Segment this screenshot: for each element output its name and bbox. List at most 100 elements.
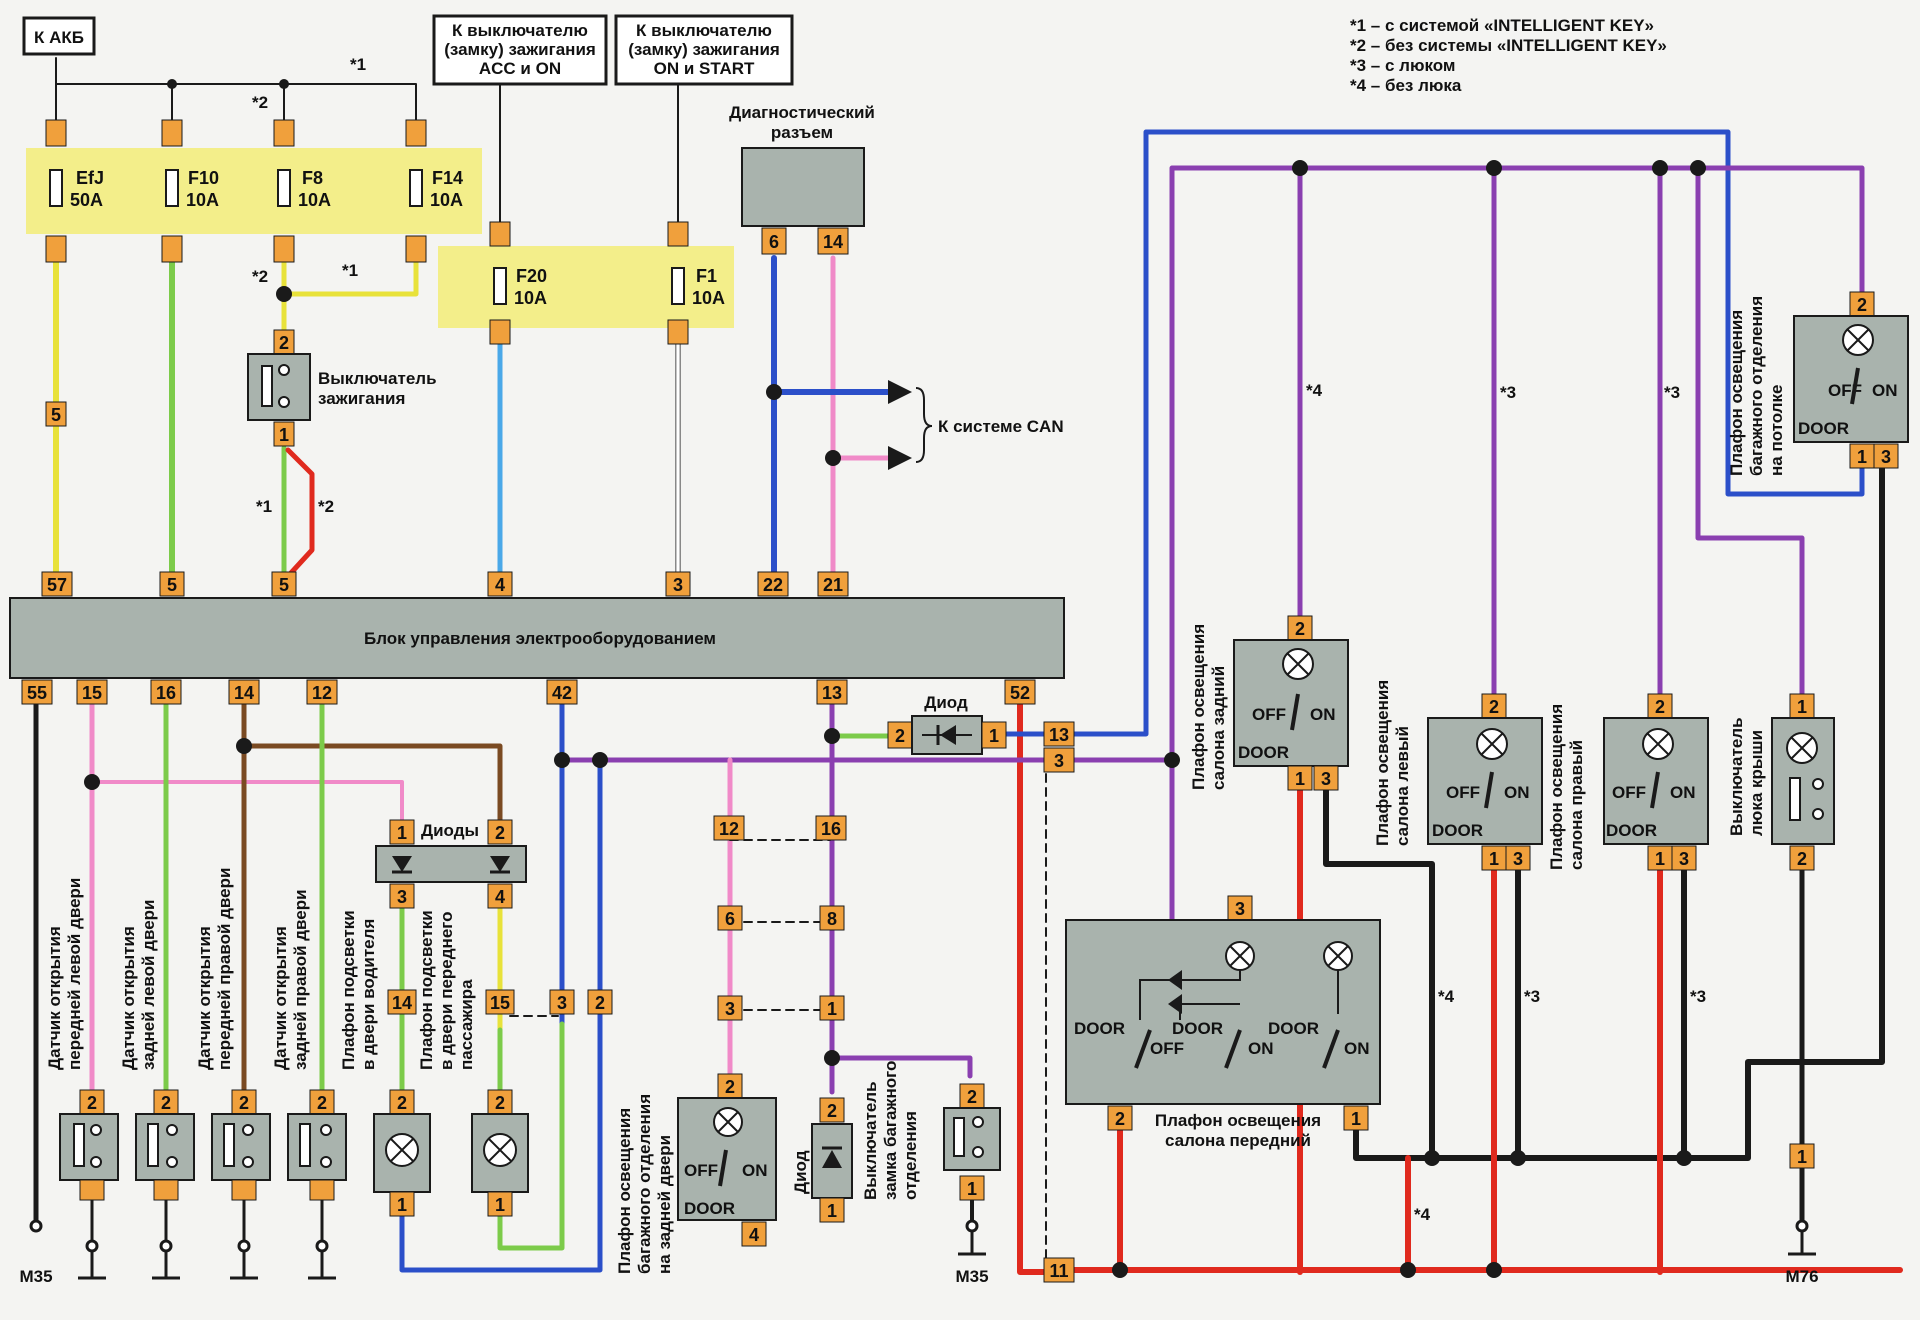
svg-text:1: 1	[989, 726, 999, 746]
svg-text:1: 1	[827, 1201, 837, 1221]
svg-text:ON: ON	[742, 1161, 768, 1180]
svg-text:Датчик открытия: Датчик открытия	[195, 926, 214, 1070]
can-arrows: К системе CAN	[888, 380, 1064, 470]
svg-text:1: 1	[967, 1179, 977, 1199]
svg-text:Блок управления электрооборудо: Блок управления электрооборудованием	[364, 629, 716, 648]
svg-text:салона передний: салона передний	[1165, 1131, 1311, 1150]
svg-text:2: 2	[495, 823, 505, 843]
svg-text:OFF: OFF	[1612, 783, 1646, 802]
svg-text:ON: ON	[1872, 381, 1898, 400]
note-n3-right: *3	[1664, 383, 1680, 402]
svg-text:DOOR: DOOR	[684, 1199, 735, 1218]
svg-text:зажигания: зажигания	[318, 389, 405, 408]
ground-pin-1	[1789, 1143, 1815, 1169]
pass-door-lamp: 2 1 Плафон подсветки в двери переднего п…	[417, 910, 529, 1217]
svg-text:Датчик открытия: Датчик открытия	[45, 926, 64, 1070]
svg-text:1: 1	[1797, 1147, 1807, 1167]
svg-text:ON: ON	[1248, 1039, 1274, 1058]
note-n1-top: *1	[350, 55, 366, 74]
can-label: К системе CAN	[938, 417, 1064, 436]
diode-horizontal: Диод 2 1 13 3	[887, 693, 1075, 773]
svg-text:3: 3	[1513, 849, 1523, 869]
svg-text:Датчик открытия: Датчик открытия	[271, 926, 290, 1070]
svg-text:1: 1	[1797, 697, 1807, 717]
svg-text:Диод: Диод	[924, 693, 968, 712]
svg-text:10A: 10A	[514, 288, 547, 308]
svg-text:1: 1	[397, 1195, 407, 1215]
svg-text:2: 2	[1857, 295, 1867, 315]
door-sensors: 2 Датчик открытия передней левой двери 2…	[45, 868, 347, 1201]
svg-text:отделения: отделения	[901, 1111, 920, 1200]
svg-text:Плафон освещения: Плафон освещения	[615, 1108, 634, 1274]
svg-text:12: 12	[312, 683, 332, 703]
svg-text:1: 1	[397, 823, 407, 843]
door-sensor-fl: 2 Датчик открытия передней левой двери	[45, 878, 119, 1201]
driver-door-lamp: 2 1 Плафон подсветки в двери водителя	[339, 910, 431, 1217]
svg-text:F14: F14	[432, 168, 463, 188]
svg-text:*2 – без системы «INTELLIGENT: *2 – без системы «INTELLIGENT KEY»	[1350, 36, 1667, 55]
svg-text:52: 52	[1010, 683, 1030, 703]
bcm: Блок управления электрооборудованием	[9, 597, 1065, 679]
svg-text:DOOR: DOOR	[1432, 821, 1483, 840]
svg-text:Выключатель: Выключатель	[1727, 717, 1746, 836]
source-leads	[499, 84, 679, 222]
svg-text:F20: F20	[516, 266, 547, 286]
note-n3-mid-right: *3	[1690, 987, 1706, 1006]
svg-text:1: 1	[827, 999, 837, 1019]
svg-text:5: 5	[167, 575, 177, 595]
svg-text:6: 6	[725, 909, 735, 929]
svg-text:42: 42	[552, 683, 572, 703]
svg-text:задней левой двери: задней левой двери	[139, 900, 158, 1071]
svg-text:замка багажного: замка багажного	[881, 1061, 900, 1200]
svg-text:на задней двери: на задней двери	[655, 1135, 674, 1274]
svg-text:1: 1	[1351, 1109, 1361, 1129]
svg-text:3: 3	[1321, 769, 1331, 789]
svg-text:Диод: Диод	[791, 1150, 810, 1194]
fuse-f8: F8 10A	[273, 119, 331, 263]
svg-text:22: 22	[763, 575, 783, 595]
svg-text:4: 4	[495, 575, 505, 595]
svg-text:Плафон освещения: Плафон освещения	[1373, 680, 1392, 846]
on-start-source: К выключателю (замку) зажигания ON и STA…	[614, 14, 794, 86]
svg-text:14: 14	[234, 683, 254, 703]
door-sensor-rr: 2 Датчик открытия задней правой двери	[271, 889, 347, 1201]
svg-text:Выключатель: Выключатель	[318, 369, 437, 388]
svg-text:2: 2	[239, 1093, 249, 1113]
svg-text:2: 2	[87, 1093, 97, 1113]
svg-text:4: 4	[495, 887, 505, 907]
svg-text:Плафон подсветки: Плафон подсветки	[417, 910, 436, 1070]
svg-text:13: 13	[1049, 725, 1069, 745]
svg-text:3: 3	[1679, 849, 1689, 869]
svg-text:ON и START: ON и START	[654, 59, 755, 78]
svg-text:OFF: OFF	[1446, 783, 1480, 802]
svg-text:3: 3	[397, 887, 407, 907]
svg-text:13: 13	[822, 683, 842, 703]
ground-m76: M76	[1785, 1267, 1818, 1286]
note-n3-left: *3	[1500, 383, 1516, 402]
svg-text:*3 – с люком: *3 – с люком	[1350, 56, 1456, 75]
svg-text:салона задний: салона задний	[1209, 666, 1228, 790]
svg-text:14: 14	[823, 232, 843, 252]
fuse-box-right	[438, 246, 734, 328]
svg-text:2: 2	[1655, 697, 1665, 717]
svg-text:2: 2	[279, 333, 289, 353]
svg-text:3: 3	[725, 999, 735, 1019]
svg-text:Плафон освещения: Плафон освещения	[1727, 310, 1746, 476]
svg-text:3: 3	[1881, 447, 1891, 467]
svg-text:2: 2	[595, 993, 605, 1013]
svg-text:2: 2	[1797, 849, 1807, 869]
note-n2-f8: *2	[252, 267, 268, 286]
svg-text:Плафон освещения: Плафон освещения	[1189, 624, 1208, 790]
svg-text:DOOR: DOOR	[1074, 1019, 1125, 1038]
svg-text:11: 11	[1049, 1261, 1068, 1281]
svg-text:1: 1	[279, 425, 289, 445]
trunk-ceiling-lamp: 2 OFF ON DOOR 1 3 Плафон освещения багаж…	[1727, 291, 1909, 476]
svg-text:2: 2	[495, 1093, 505, 1113]
svg-text:2: 2	[1295, 619, 1305, 639]
svg-text:DOOR: DOOR	[1238, 743, 1289, 762]
note-n2-ign: *2	[318, 497, 334, 516]
svg-text:2: 2	[317, 1093, 327, 1113]
svg-text:12: 12	[719, 819, 739, 839]
fuse-f10: F10 10A	[161, 119, 219, 263]
svg-text:*1 – с системой «INTELLIGENT K: *1 – с системой «INTELLIGENT KEY»	[1350, 16, 1654, 35]
